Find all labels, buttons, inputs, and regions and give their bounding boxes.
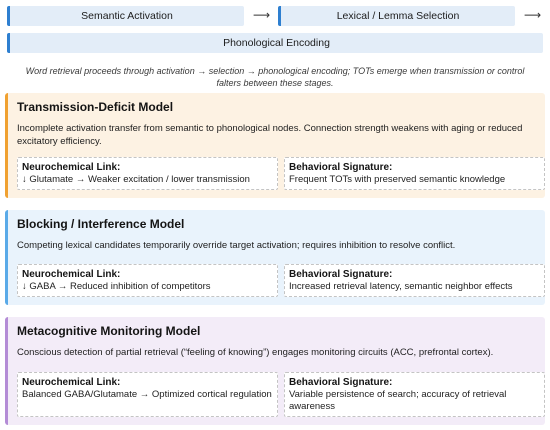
model-title: Transmission-Deficit Model [17, 100, 174, 114]
model-description: Incomplete activation transfer from sema… [17, 123, 523, 147]
card-text: Frequent TOTs with preserved semantic kn… [289, 174, 506, 185]
behavioral-signature-card: Behavioral Signature: Increased retrieva… [284, 264, 545, 297]
card-title: Behavioral Signature: [289, 269, 393, 280]
stage-label: Phonological Encoding [223, 37, 330, 49]
card-title: Behavioral Signature: [289, 162, 393, 173]
stage-label: Semantic Activation [81, 10, 173, 22]
stage-lexical-selection: Lexical / Lemma Selection [278, 6, 515, 26]
model-title: Metacognitive Monitoring Model [17, 324, 201, 338]
model-description: Conscious detection of partial retrieval… [17, 347, 494, 358]
model-title: Blocking / Interference Model [17, 217, 185, 231]
behavioral-signature-card: Behavioral Signature: Variable persisten… [284, 372, 545, 417]
arrow-right-icon: ⟶ [253, 8, 271, 22]
metacognitive-monitoring-model-panel: Metacognitive Monitoring Model Conscious… [5, 317, 545, 425]
stage-phonological-encoding: Phonological Encoding [7, 33, 543, 53]
card-title: Behavioral Signature: [289, 377, 393, 388]
card-title: Neurochemical Link: [22, 377, 121, 388]
card-title: Neurochemical Link: [22, 162, 121, 173]
card-text: Increased retrieval latency, semantic ne… [289, 281, 513, 292]
stage-label: Lexical / Lemma Selection [336, 10, 460, 22]
neurochemical-link-card: Neurochemical Link: Balanced GABA/Glutam… [17, 372, 278, 417]
card-text: ↓ GABA → Reduced inhibition of competito… [22, 281, 211, 292]
arrow-right-icon: ⟶ [524, 8, 542, 22]
card-text: Balanced GABA/Glutamate → Optimized cort… [22, 389, 272, 400]
card-text: Variable persistence of search; accuracy… [289, 389, 507, 412]
neurochemical-link-card: Neurochemical Link: ↓ Glutamate → Weaker… [17, 157, 278, 190]
neurochemical-link-card: Neurochemical Link: ↓ GABA → Reduced inh… [17, 264, 278, 297]
transmission-deficit-model-panel: Transmission-Deficit Model Incomplete ac… [5, 93, 545, 198]
behavioral-signature-card: Behavioral Signature: Frequent TOTs with… [284, 157, 545, 190]
model-description: Competing lexical candidates temporarily… [17, 240, 456, 251]
stage-semantic-activation: Semantic Activation [7, 6, 244, 26]
card-title: Neurochemical Link: [22, 269, 121, 280]
card-text: ↓ Glutamate → Weaker excitation / lower … [22, 174, 250, 185]
blocking-interference-model-panel: Blocking / Interference Model Competing … [5, 210, 545, 305]
pipeline-caption: Word retrieval proceeds through activati… [25, 66, 525, 88]
